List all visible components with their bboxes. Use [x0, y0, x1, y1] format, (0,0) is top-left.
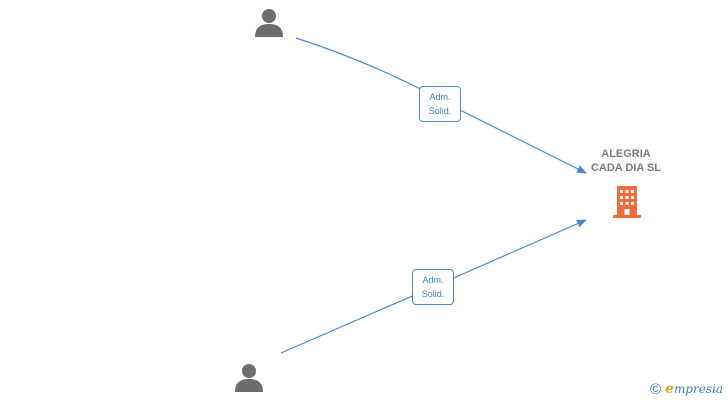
edge-label-line1: Adm. — [422, 275, 444, 285]
edge-label-line2: Solid. — [421, 289, 445, 299]
edge-label-top[interactable]: Adm. Solid. — [419, 86, 461, 122]
building-icon[interactable] — [611, 184, 643, 218]
logo-text: mpresia — [673, 382, 724, 396]
person-icon[interactable] — [233, 361, 265, 393]
logo-first-letter: e — [665, 381, 674, 397]
edge-label-line2: Solid. — [428, 106, 452, 116]
person-icon[interactable] — [253, 6, 285, 38]
edge-label-line1: Adm. — [429, 92, 451, 102]
copyright-symbol: © — [650, 380, 662, 398]
company-name-line1: ALEGRIA — [601, 148, 651, 160]
edge-label-bottom[interactable]: Adm. Solid. — [412, 269, 454, 305]
empresia-logo[interactable]: © e mpresia — [650, 379, 723, 399]
company-name[interactable]: ALEGRIA CADA DIA SL — [576, 147, 676, 175]
company-name-line2: CADA DIA SL — [590, 162, 662, 174]
